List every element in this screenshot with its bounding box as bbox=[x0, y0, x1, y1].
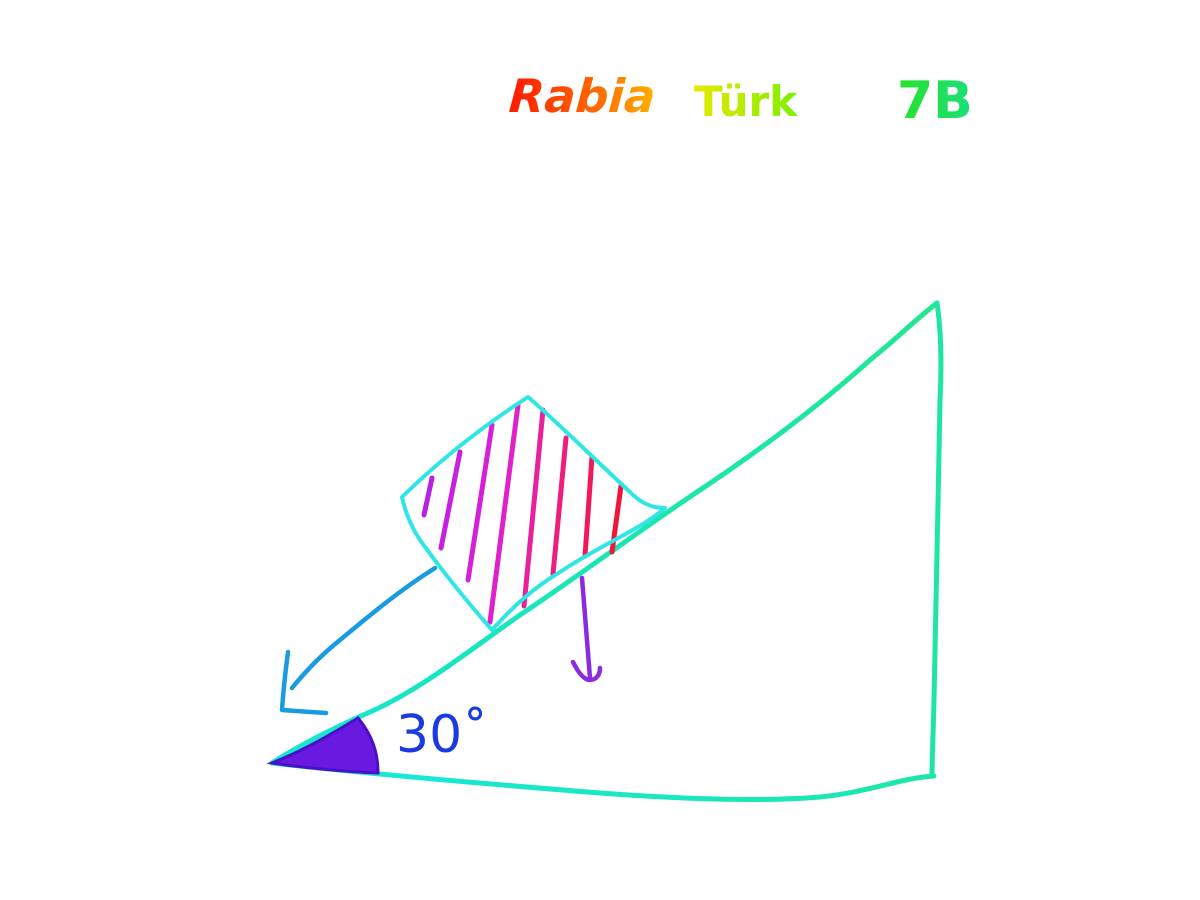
block-outline bbox=[400, 395, 667, 632]
student-first-name: Rabia bbox=[507, 69, 657, 123]
class-label: 7B bbox=[897, 71, 973, 131]
inclined-plane bbox=[269, 300, 944, 803]
weight-arrow-head bbox=[570, 659, 603, 683]
force-arrow-down-slope bbox=[279, 565, 438, 716]
student-last-name: Türk bbox=[694, 77, 798, 126]
incline-slope-line bbox=[269, 300, 940, 766]
block-hatching bbox=[421, 402, 624, 625]
angle-label: 30˚ bbox=[396, 705, 488, 765]
angle-marker: 30˚ bbox=[266, 705, 488, 775]
force-arrow-head bbox=[279, 649, 329, 716]
weight-arrow bbox=[570, 575, 603, 683]
force-arrow-shaft bbox=[289, 565, 438, 691]
incline-vertical-line bbox=[929, 300, 944, 778]
block bbox=[400, 395, 667, 632]
incline-base-line bbox=[269, 760, 937, 803]
student-header: Rabia Türk 7B bbox=[507, 69, 972, 131]
angle-wedge bbox=[266, 716, 380, 775]
weight-arrow-shaft bbox=[579, 575, 593, 681]
